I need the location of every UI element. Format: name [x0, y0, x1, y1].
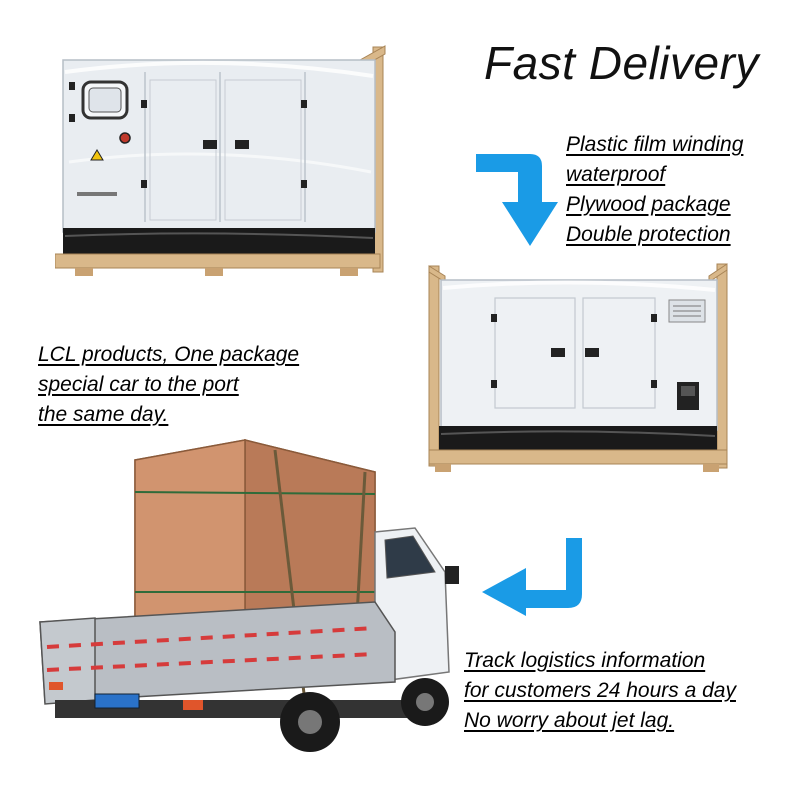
- packaging-line-2: waterproof: [566, 163, 666, 186]
- tracking-caption: Track logistics information for customer…: [464, 646, 736, 736]
- shipping-line-1: LCL products, One package: [38, 343, 300, 366]
- packaging-caption: Plastic film winding waterproof Plywood …: [566, 130, 743, 250]
- tracking-line-3: No worry about jet lag.: [464, 709, 675, 732]
- page-title: Fast Delivery: [484, 37, 759, 89]
- shipping-caption: LCL products, One package special car to…: [38, 340, 299, 430]
- truck-with-crate-photo: [39, 439, 459, 752]
- packaging-line-3: Plywood package: [566, 193, 731, 216]
- shipping-line-3: the same day.: [38, 403, 169, 426]
- plywood-packaged-generator-photo: [428, 263, 728, 472]
- wrapped-generator-photo: [55, 45, 386, 276]
- shipping-line-2: special car to the port: [38, 373, 239, 396]
- packaging-line-1: Plastic film winding: [566, 133, 744, 156]
- tracking-line-1: Track logistics information: [464, 649, 706, 672]
- arrow-left-icon: [482, 538, 582, 616]
- arrow-down-icon: [476, 154, 558, 246]
- tracking-line-2: for customers 24 hours a day: [464, 679, 736, 702]
- packaging-line-4: Double protection: [566, 223, 731, 246]
